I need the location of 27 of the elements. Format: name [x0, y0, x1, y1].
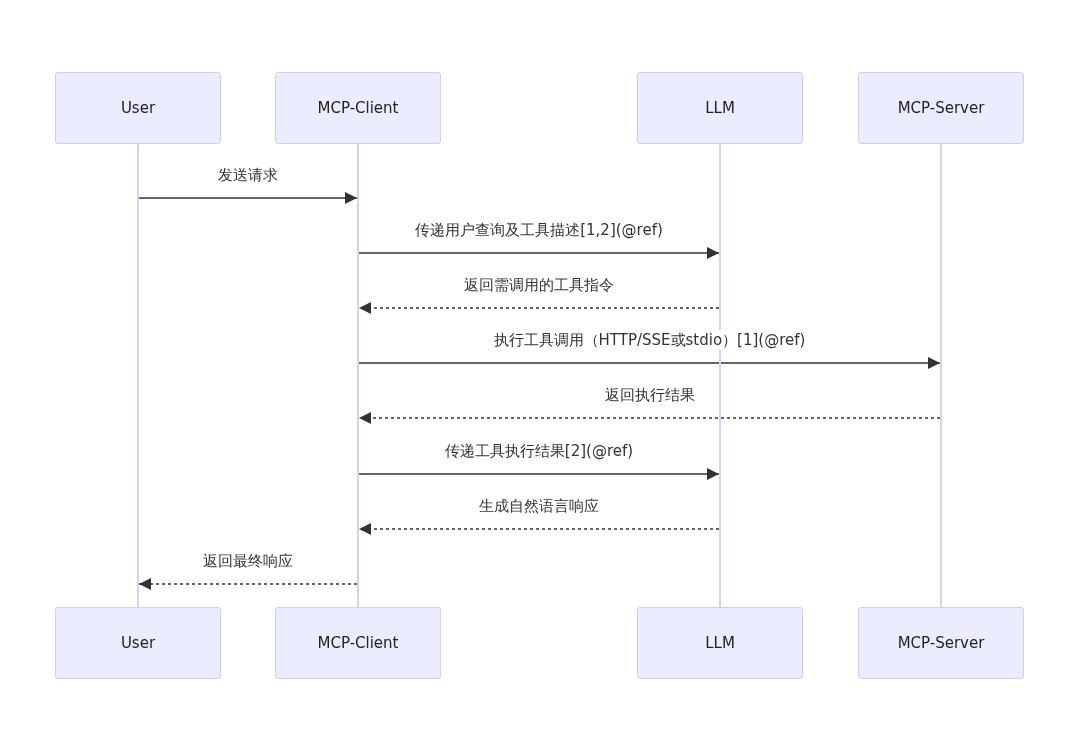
message-arrow [138, 578, 358, 590]
message-label: 传递用户查询及工具描述[1,2](@ref) [413, 220, 665, 240]
lifeline [719, 144, 721, 607]
actor-box: LLM [637, 607, 803, 679]
message-arrow [358, 357, 941, 369]
message-arrow [358, 523, 720, 535]
actor-box: User [55, 607, 221, 679]
message-label: 返回执行结果 [602, 385, 697, 405]
message-label: 执行工具调用（HTTP/SSE或stdio）[1](@ref) [491, 330, 808, 350]
lifeline [940, 144, 942, 607]
lifeline [357, 144, 359, 607]
message-label: 返回需调用的工具指令 [462, 275, 616, 295]
actor-box: User [55, 72, 221, 144]
message-arrow [358, 247, 720, 259]
message-label: 返回最终响应 [201, 551, 295, 571]
message-arrow [358, 468, 720, 480]
message-label: 生成自然语言响应 [477, 496, 601, 516]
actor-box: MCP-Client [275, 72, 441, 144]
lifeline [137, 144, 139, 607]
actor-box: MCP-Server [858, 72, 1024, 144]
message-arrow [358, 412, 941, 424]
message-label: 发送请求 [216, 165, 280, 185]
actor-box: LLM [637, 72, 803, 144]
message-arrow [138, 192, 358, 204]
actor-box: MCP-Client [275, 607, 441, 679]
actor-box: MCP-Server [858, 607, 1024, 679]
message-arrow [358, 302, 720, 314]
